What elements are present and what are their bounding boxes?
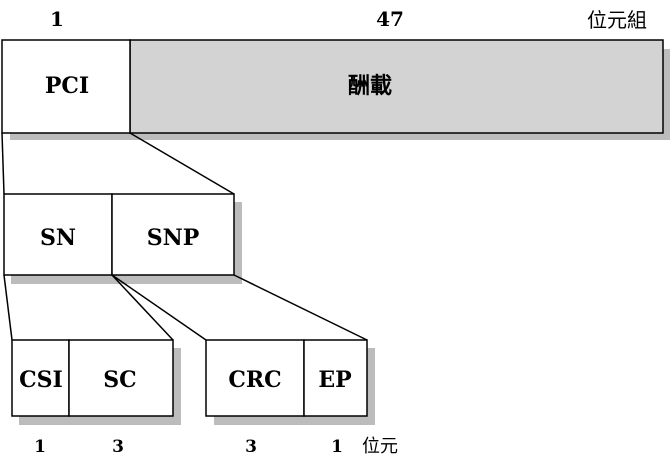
snp-sub-shadow <box>214 348 375 425</box>
crc-label: CRC <box>228 367 281 393</box>
sc-label: SC <box>103 367 136 393</box>
snp-label: SNP <box>147 225 200 251</box>
pci-box <box>1 39 131 134</box>
sn-box <box>3 193 113 276</box>
payload-label: 酬載 <box>348 73 392 99</box>
sc-bit-count: 3 <box>112 437 124 457</box>
header-byte-count: 1 <box>50 7 64 31</box>
connector-pci-left <box>1 132 5 195</box>
drop-shadows <box>10 49 670 425</box>
pci-sub-shadow <box>11 202 242 284</box>
sc-box <box>68 339 174 417</box>
sn-label: SN <box>40 225 76 251</box>
payload-box <box>129 39 664 134</box>
ep-bit-count: 1 <box>331 437 343 457</box>
ep-label: EP <box>318 367 351 393</box>
connector-sn-right <box>111 274 174 341</box>
sn-sub-shadow <box>19 348 181 425</box>
csi-box <box>11 339 70 417</box>
connector-pci-right <box>129 132 235 195</box>
byte-unit-label: 位元組 <box>587 8 647 32</box>
crc-box <box>205 339 305 417</box>
csi-label: CSI <box>19 367 63 393</box>
bit-unit-label: 位元 <box>362 436 398 457</box>
snp-box <box>111 193 235 276</box>
ep-box <box>303 339 368 417</box>
pci-label: PCI <box>45 73 89 99</box>
connector-snp-left <box>111 274 207 341</box>
connector-snp-right <box>233 274 368 341</box>
csi-bit-count: 1 <box>34 437 46 457</box>
crc-bit-count: 3 <box>245 437 257 457</box>
payload-byte-count: 47 <box>376 7 404 31</box>
connector-sn-left <box>3 274 13 341</box>
